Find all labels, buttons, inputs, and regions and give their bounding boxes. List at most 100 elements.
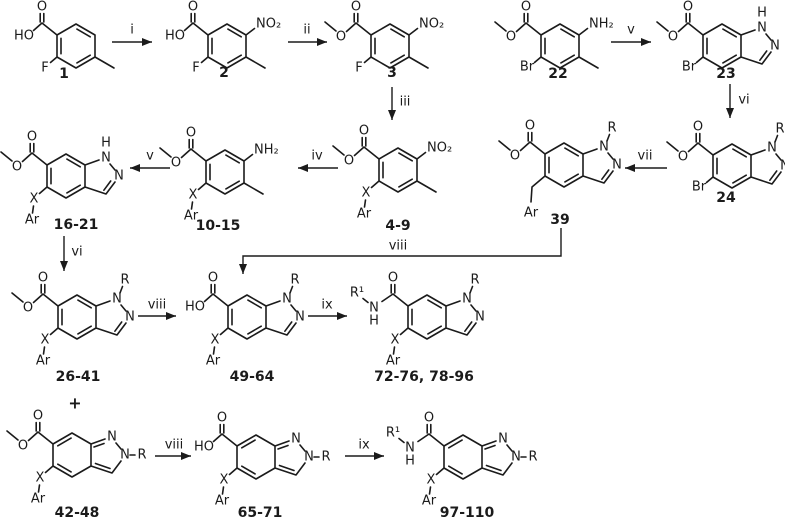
plus-sign: + [68, 394, 81, 413]
molecule-4-9: O O X Ar NO₂ 4-9 [332, 124, 452, 234]
atom-Ar-label: Ar [25, 213, 40, 228]
compound-number: 10-15 [196, 218, 241, 234]
step-label-v: v [146, 149, 154, 164]
atom-R-label: R [470, 273, 479, 288]
bond-lines [159, 138, 264, 210]
atom-O-ester-label: O [18, 439, 28, 454]
bond-lines [324, 12, 429, 69]
arrow-line [239, 228, 562, 274]
step-label-ix: ix [321, 298, 333, 313]
atom-O-label: O [33, 409, 43, 424]
arrow-step-ix-row3: ix [308, 298, 347, 320]
arrow-step-iii: iii [388, 87, 411, 120]
atom-HO-label: HO [194, 440, 214, 455]
compound-number: 23 [716, 66, 735, 82]
atom-NO2-label: NO₂ [419, 17, 444, 32]
atom-R-label: R [137, 448, 146, 463]
bond-lines [498, 131, 614, 203]
atom-O-label: O [27, 130, 37, 145]
arrow-step-viii-row4: viii [155, 438, 191, 460]
arrow-step-ii: ii [288, 23, 327, 46]
atom-HO-label: HO [165, 29, 185, 44]
atom-O-label: O [186, 126, 196, 141]
atom-H-label: H [101, 136, 111, 151]
step-label-iii: iii [400, 95, 411, 110]
molecule-26-41: O O X Ar N N R 26-41 [11, 271, 135, 385]
bond-lines [6, 421, 136, 493]
atom-O-label: O [208, 271, 218, 286]
step-label-vi: vi [738, 93, 749, 108]
atom-R-label: R [321, 450, 330, 465]
molecule-39: O O Ar N N R 39 [498, 119, 622, 228]
arrow-step-v-mid: v [130, 149, 170, 172]
atom-R-label: R [528, 450, 537, 465]
atom-HO-label: HO [185, 300, 205, 315]
arrow-step-vi-right: vi [726, 84, 750, 118]
atom-O-label: O [351, 0, 361, 15]
arrow-step-ix-row4: ix [345, 438, 384, 460]
atom-X-label: X [391, 333, 400, 348]
atom-O-label: O [693, 120, 703, 135]
atom-H-amide-label: H [405, 454, 415, 469]
atom-O-ester-label: O [171, 156, 181, 171]
step-label-ii: ii [303, 23, 310, 38]
atom-O-ester-label: O [678, 150, 688, 165]
atom-O-ester-label: O [336, 30, 346, 45]
atom-O-ester-label: O [668, 30, 678, 45]
bond-lines [203, 283, 297, 355]
atom-Ar-label: Ar [215, 494, 230, 509]
compound-number: 16-21 [54, 217, 99, 233]
atom-R-label: R [120, 273, 129, 288]
compound-number: 24 [716, 190, 736, 206]
compound-number: 97-110 [440, 505, 495, 520]
atom-H-amide-label: H [369, 314, 379, 329]
compound-number: 4-9 [385, 218, 410, 234]
compound-number: 3 [387, 65, 397, 81]
atom-H-label: H [757, 6, 767, 21]
atom-O-ester-label: O [23, 301, 33, 316]
molecule-42-48: O O X Ar N N R 42-48 [6, 409, 147, 520]
molecule-1: O HO F 1 [14, 0, 115, 82]
atom-HO-label: HO [14, 29, 34, 44]
step-label-viii: viii [165, 438, 184, 453]
atom-X-label: X [189, 188, 198, 203]
molecule-65-71: O HO X Ar N N R 65-71 [194, 411, 331, 520]
atom-Ar-label: Ar [31, 492, 46, 507]
molecule-10-15: O O X Ar NH₂ 10-15 [159, 126, 279, 234]
atom-X-label: X [427, 473, 436, 488]
atom-N2-label: N [304, 450, 314, 465]
step-label-i: i [130, 23, 134, 38]
atom-O-label: O [521, 0, 531, 15]
bond-lines [212, 423, 320, 495]
atom-N1-label: N [599, 140, 609, 155]
atom-F-label: F [192, 61, 199, 76]
step-label-ix: ix [358, 438, 370, 453]
atom-Br-label: Br [682, 60, 697, 75]
molecule-72-96: O N H R¹ X Ar N N R 72-76, 78-96 [350, 271, 485, 386]
atom-X-label: X [362, 186, 371, 201]
atom-N2-label: N [612, 158, 622, 173]
arrow-step-vi-left: vi [60, 236, 83, 271]
atom-O-label: O [683, 0, 693, 15]
step-label-viii: viii [148, 298, 167, 313]
atom-O-label: O [217, 411, 227, 426]
atom-R1-label: R¹ [350, 286, 364, 301]
compound-number: 65-71 [238, 505, 283, 520]
atom-F-label: F [41, 61, 48, 76]
atom-N1-label: N [462, 292, 472, 307]
atom-N2-label: N [114, 169, 124, 184]
compound-number: 22 [548, 66, 567, 82]
atom-N1-label: N [282, 292, 292, 307]
arrow-step-viii-long: viii [239, 228, 562, 274]
atom-N1-label: N [757, 21, 767, 36]
molecule-2: O HO F NO₂ 2 [165, 0, 281, 81]
atom-Br-label: Br [692, 180, 707, 195]
atom-N2-label: N [120, 448, 130, 463]
atom-Ar-label: Ar [357, 207, 372, 222]
atom-O-ester-label: O [344, 154, 354, 169]
step-label-iv: iv [311, 149, 323, 164]
bond-lines [666, 132, 782, 189]
atom-O-ester-label: O [12, 160, 22, 175]
